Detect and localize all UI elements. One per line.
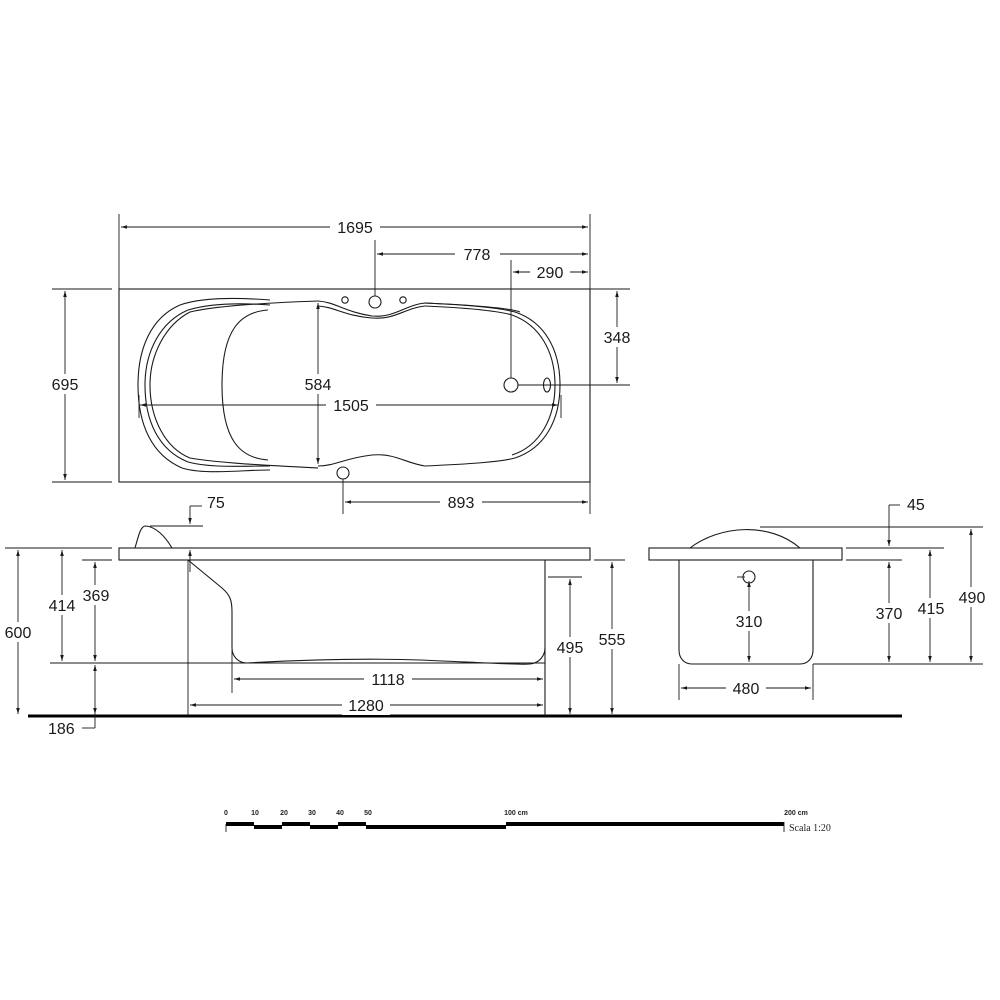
- dim-end-height-415: 415: [918, 601, 945, 618]
- dim-inner-length: 1505: [333, 398, 369, 415]
- backrest-curve: [221, 309, 269, 461]
- side-headrest: [134, 525, 173, 549]
- end-view: 45 310 370 415 490 480: [640, 497, 992, 718]
- dim-height-555: 555: [599, 632, 626, 649]
- dim-side-headrest: 75: [207, 495, 225, 512]
- scale-tick-0: 0: [224, 810, 228, 817]
- dim-overflow-from-edge: 348: [604, 330, 631, 347]
- tap-hole-right: [399, 296, 407, 304]
- drain-hole: [336, 466, 350, 480]
- scale-tick-20: 20: [280, 810, 288, 817]
- overflow-hole: [503, 377, 519, 393]
- dim-end-headrest: 45: [907, 497, 925, 514]
- dim-inner-width: 584: [305, 377, 332, 394]
- basin-outline-outer: [137, 297, 271, 473]
- dim-height-495: 495: [557, 640, 584, 657]
- dim-feet-height: 186: [48, 721, 75, 738]
- end-headrest: [689, 529, 801, 549]
- dim-outer-body-length: 1280: [348, 698, 384, 715]
- top-view: 1695 778 290 695 348 584 1505: [45, 214, 638, 514]
- side-rim: [118, 547, 591, 561]
- dim-overall-length: 1695: [337, 220, 373, 237]
- scale-tick-30: 30: [308, 810, 316, 817]
- dim-end-inner-depth: 370: [876, 606, 903, 623]
- dim-inner-depth: 369: [83, 588, 110, 605]
- dim-total-height: 600: [5, 625, 32, 642]
- dim-end-body-width: 480: [733, 681, 760, 698]
- scale-tick-10: 10: [251, 810, 259, 817]
- dim-overall-width: 695: [52, 377, 79, 394]
- scale-tick-200: 200 cm: [784, 810, 808, 817]
- dim-inner-bottom-length: 1118: [371, 672, 404, 689]
- scale-tick-50: 50: [364, 810, 372, 817]
- dim-end-height-490: 490: [959, 590, 986, 607]
- dim-height-414: 414: [49, 598, 76, 615]
- dim-overflow-offset: 290: [537, 265, 564, 282]
- scale-tick-40: 40: [336, 810, 344, 817]
- side-view: 75 600 414 369 186 1118 1280 495: [0, 495, 902, 738]
- tap-hole-left: [341, 296, 349, 304]
- end-rim: [648, 547, 843, 561]
- scale-label: Scala 1:20: [789, 823, 831, 834]
- tap-hole-center: [368, 295, 382, 309]
- dim-end-overflow-height: 310: [736, 614, 763, 631]
- dim-drain-offset: 893: [448, 495, 475, 512]
- scale-bar: 0 10 20 30 40 50 100 cm 200 cm Scala 1:2…: [224, 810, 831, 834]
- end-body: [678, 560, 814, 665]
- dim-tap-offset: 778: [464, 247, 491, 264]
- side-basin-profile: [187, 559, 546, 665]
- scale-tick-100: 100 cm: [504, 810, 528, 817]
- basin-outline-foot: [424, 302, 561, 459]
